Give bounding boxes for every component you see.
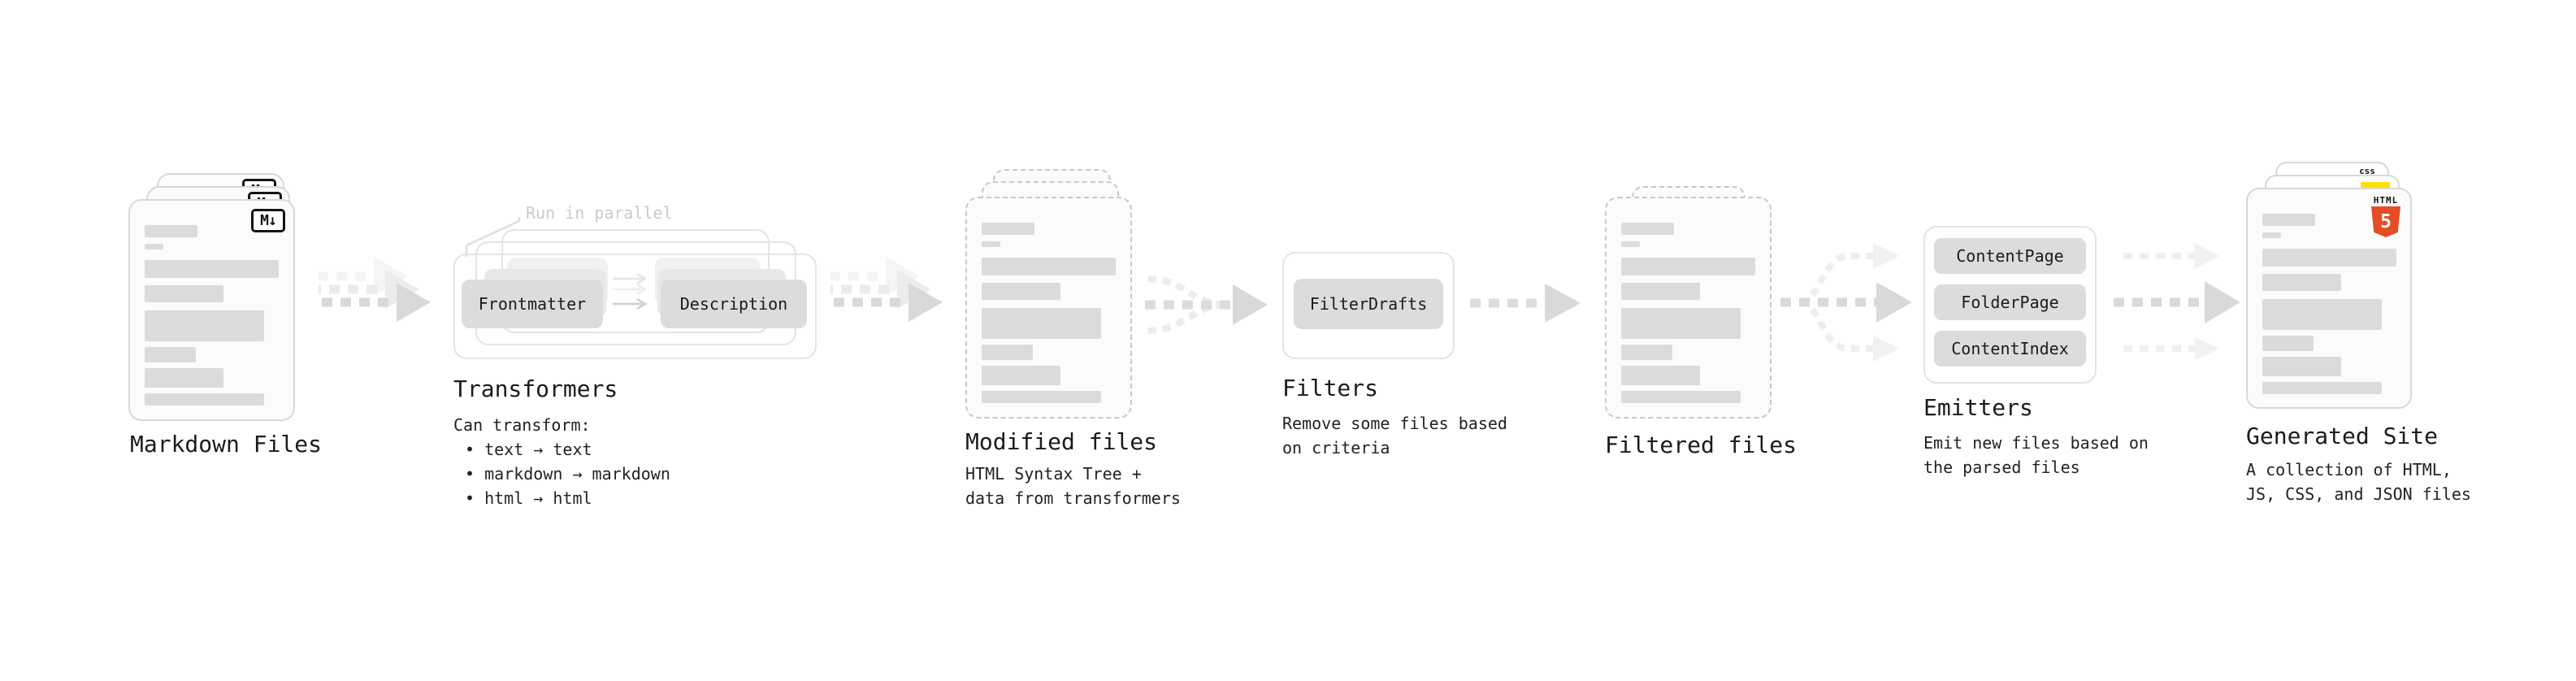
transformers-description: Can transform: • text → text • markdown …: [453, 413, 670, 510]
contentpage-pill: ContentPage: [1934, 238, 2086, 274]
transformers-bullet: • html → html: [465, 488, 592, 508]
annotation-connector-line: [465, 217, 521, 257]
generated-site-title: Generated Site: [2246, 423, 2439, 449]
flow-arrow-filters-to-filtered: [1470, 284, 1581, 323]
run-in-parallel-annotation: Run in parallel: [526, 203, 673, 223]
flow-arrow-markdown-to-transformers: [319, 257, 431, 322]
transformers-title: Transformers: [453, 375, 618, 402]
contentindex-pill: ContentIndex: [1934, 331, 2086, 367]
file-skeleton: [982, 223, 1116, 403]
file-skeleton: [2262, 214, 2396, 394]
flow-arrow-modified-to-filters: [1145, 275, 1268, 334]
emitters-title: Emitters: [1923, 394, 2033, 421]
parallel-mini-arrows: [613, 272, 648, 310]
filterdrafts-pill: FilterDrafts: [1294, 279, 1443, 329]
transformers-bullet: • markdown → markdown: [465, 464, 670, 484]
modified-file-card-front: [965, 197, 1132, 419]
filters-title: Filters: [1282, 375, 1379, 401]
flow-arrow-filtered-to-emitters: [1780, 243, 1912, 362]
modified-files-title: Modified files: [965, 428, 1158, 455]
file-skeleton: [145, 225, 279, 406]
folderpage-pill: FolderPage: [1934, 284, 2086, 320]
description-pill: Description: [661, 280, 807, 328]
file-skeleton: [1621, 223, 1755, 403]
filtered-files-title: Filtered files: [1605, 432, 1798, 458]
flow-arrow-transformers-to-modified: [830, 257, 943, 322]
transformer-frame-front: [453, 254, 817, 359]
filters-description: Remove some files based on criteria: [1282, 414, 1507, 458]
transformers-bullet: • text → text: [465, 440, 592, 459]
markdown-file-card-front: M↓: [128, 199, 295, 421]
emitters-description: Emit new files based on the parsed files: [1923, 433, 2149, 477]
generated-file-card-front: HTML 5: [2246, 188, 2412, 409]
markdown-files-title: Markdown Files: [130, 431, 323, 458]
transformers-desc-heading: Can transform:: [453, 415, 591, 435]
generated-site-description: A collection of HTML, JS, CSS, and JSON …: [2246, 460, 2471, 504]
flow-arrow-emitters-to-generated: [2114, 243, 2240, 360]
filtered-file-card-front: [1605, 197, 1772, 419]
html5-icon: HTML 5: [2371, 196, 2400, 237]
markdown-icon: M↓: [251, 209, 285, 232]
filters-frame: [1282, 252, 1455, 359]
modified-files-description: HTML Syntax Tree + data from transformer…: [965, 464, 1181, 508]
frontmatter-pill: Frontmatter: [462, 280, 603, 328]
emitters-frame: [1923, 226, 2097, 384]
